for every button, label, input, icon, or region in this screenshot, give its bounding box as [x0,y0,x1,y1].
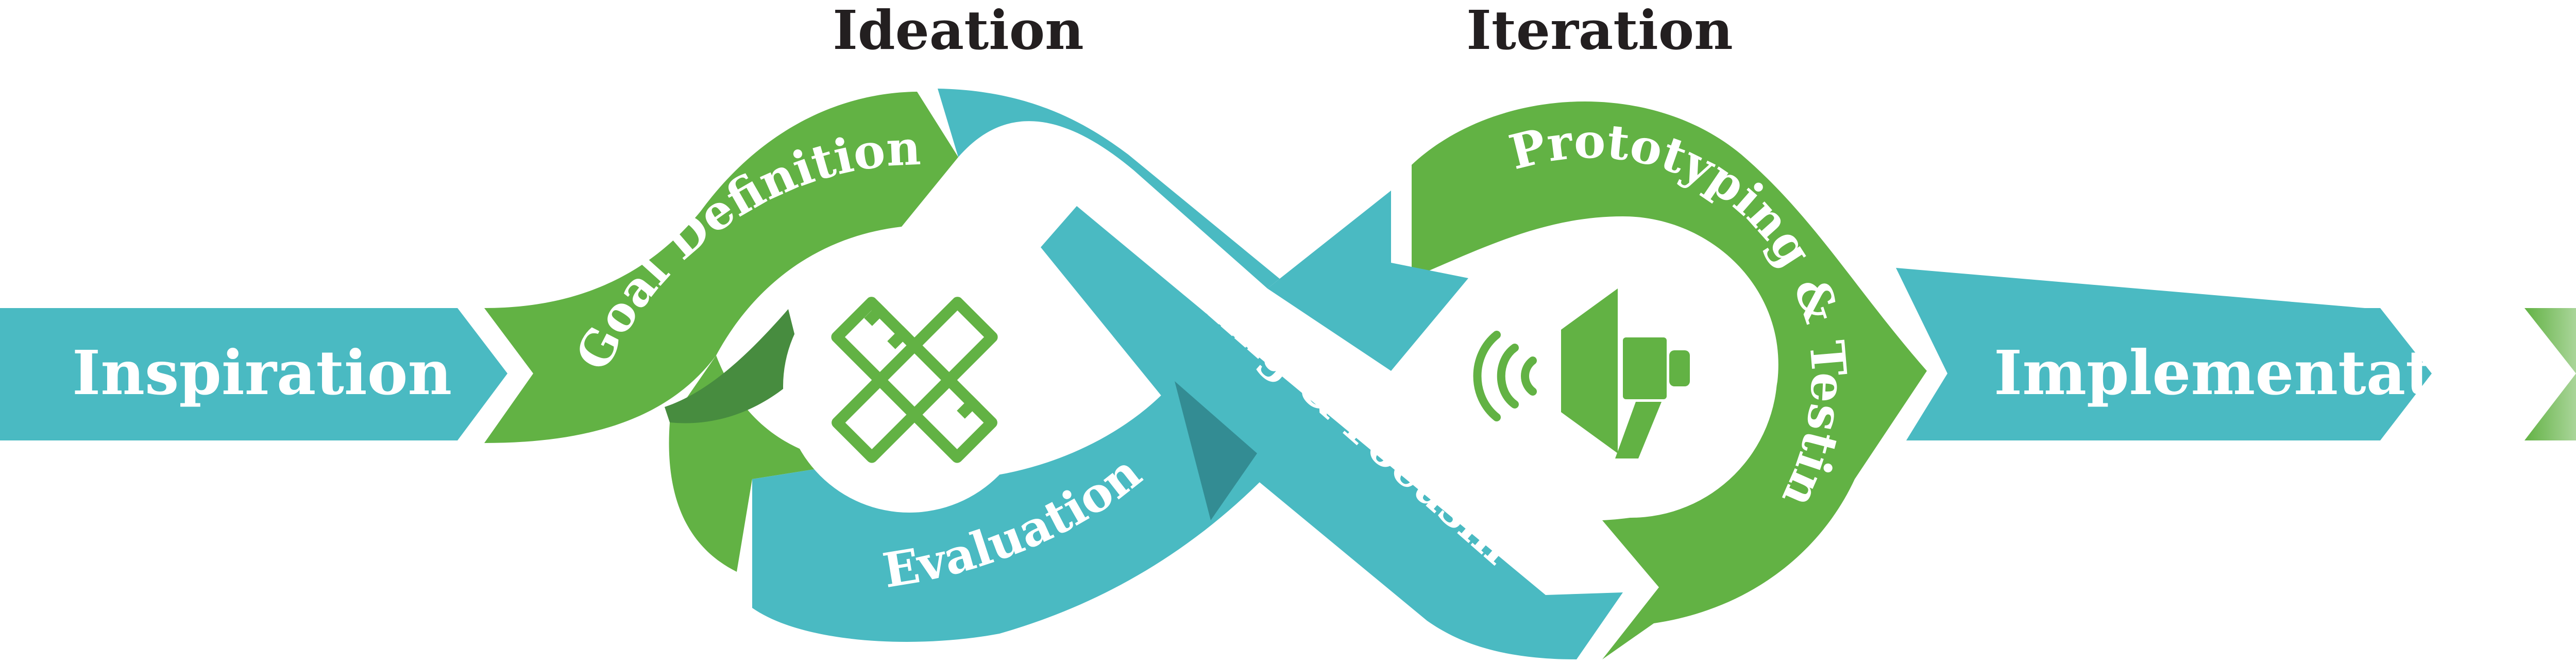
iteration-teal-band [1267,191,1468,371]
ideation-circle [783,260,1036,513]
goal-definition-band [484,92,958,443]
stretching-focusing-diagonal [1041,206,1623,659]
evaluation-shadow [1175,381,1257,520]
prototyping-testing-band [1412,101,1927,659]
implementation-label: Implementation [1994,337,2541,409]
inspiration-label: Inspiration [72,337,452,409]
evaluation-band [752,381,1278,642]
sound-waves-icon [1473,331,1537,421]
implementation-tail [2524,308,2576,440]
implementation-arrow [1896,268,2432,440]
ideation-heading: Ideation [833,0,1083,62]
megaphone-icon [1561,288,1690,458]
goal-definition-shadow [665,309,804,423]
ruler-pencil-icon [831,297,998,463]
inspiration-arrow [0,308,507,440]
iteration-heading: Iteration [1466,0,1733,62]
